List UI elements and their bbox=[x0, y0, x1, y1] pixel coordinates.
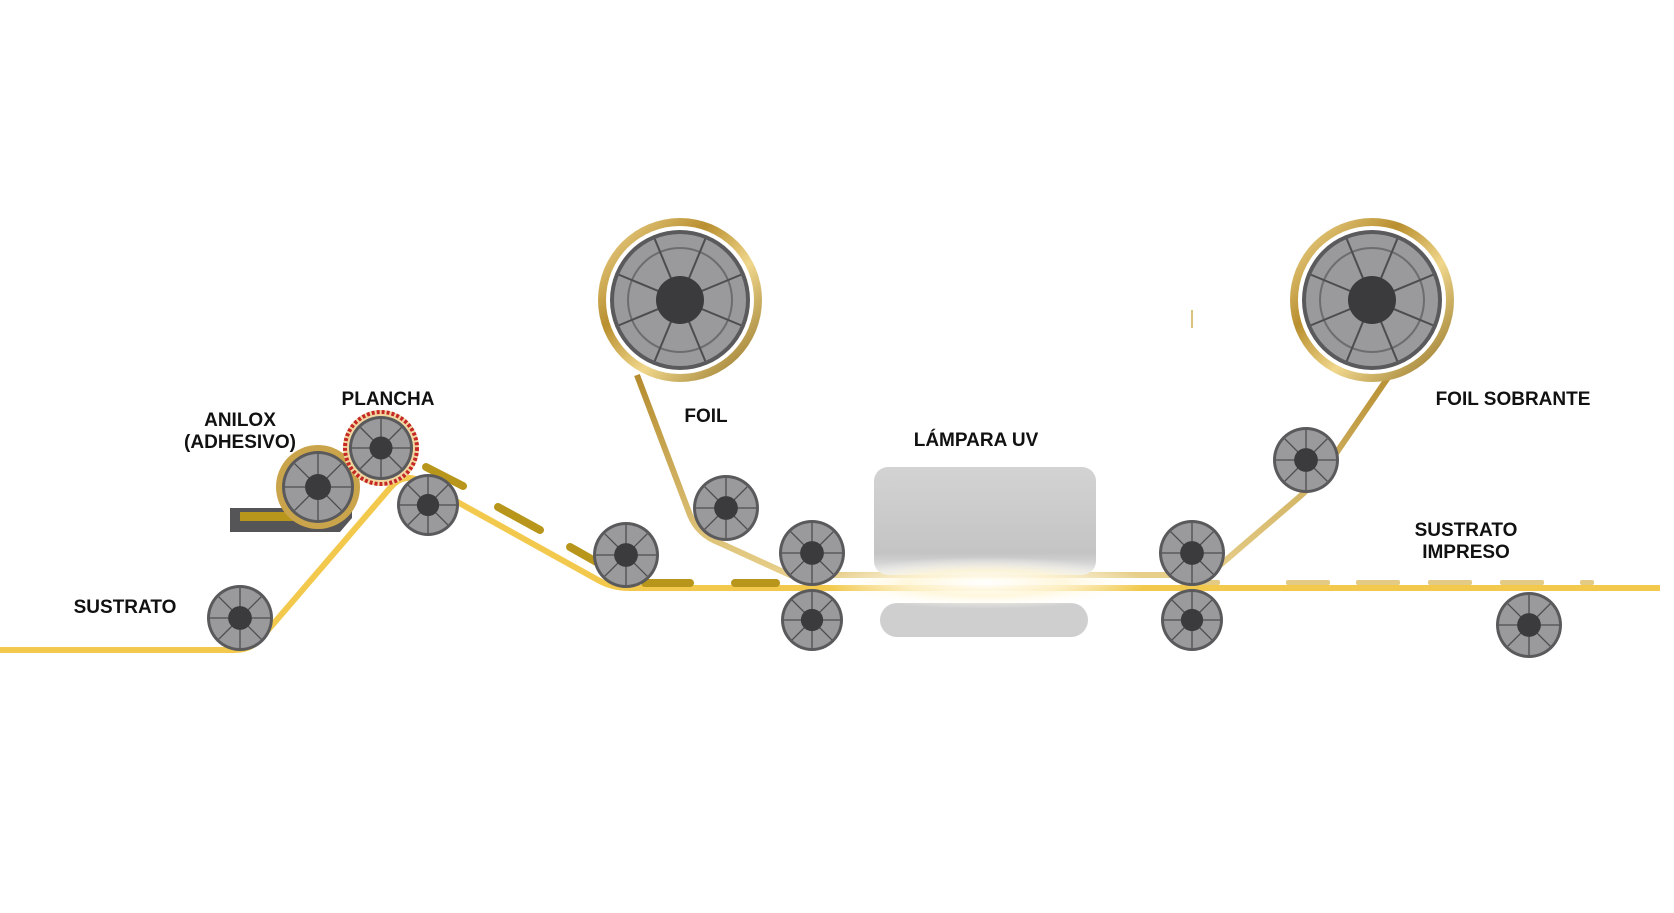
label-foil: FOIL bbox=[684, 406, 728, 427]
roller-nip-top-right-icon bbox=[1159, 520, 1225, 586]
rollers-group bbox=[207, 410, 1562, 658]
roller-nip-bottom-right-icon bbox=[1161, 589, 1223, 651]
label-sustrato-impreso: SUSTRATO bbox=[1415, 520, 1518, 541]
anilox-roller-icon bbox=[276, 445, 360, 529]
label-anilox-adhesivo: (ADHESIVO) bbox=[184, 432, 296, 453]
label-anilox: ANILOX bbox=[204, 410, 276, 431]
roller-foil-return-icon bbox=[1273, 427, 1339, 493]
roller-foil-guide-icon bbox=[693, 475, 759, 541]
roller-idler-1-icon bbox=[593, 522, 659, 588]
label-plancha: PLANCHA bbox=[342, 389, 435, 410]
printed-segments bbox=[1180, 580, 1594, 585]
roller-nip-bottom-left-icon bbox=[781, 589, 843, 651]
impression-roller-icon bbox=[397, 474, 459, 536]
foil-takeup-reel-icon bbox=[1290, 218, 1454, 382]
uv-lamp bbox=[825, 467, 1145, 637]
foil-web-in bbox=[634, 373, 1185, 578]
foil-supply-reel-icon bbox=[598, 218, 762, 382]
label-lampara-uv: LÁMPARA UV bbox=[914, 429, 1039, 451]
roller-output-icon bbox=[1496, 592, 1562, 658]
reels-group bbox=[598, 218, 1454, 382]
label-sustrato: SUSTRATO bbox=[74, 597, 177, 618]
label-foil-sobrante: FOIL SOBRANTE bbox=[1436, 389, 1591, 410]
roller-nip-top-left-icon bbox=[779, 520, 845, 586]
plate-roller-icon bbox=[343, 410, 419, 486]
label-sustrato-impreso-2: IMPRESO bbox=[1422, 542, 1510, 563]
roller-sustrato-icon bbox=[207, 585, 273, 651]
